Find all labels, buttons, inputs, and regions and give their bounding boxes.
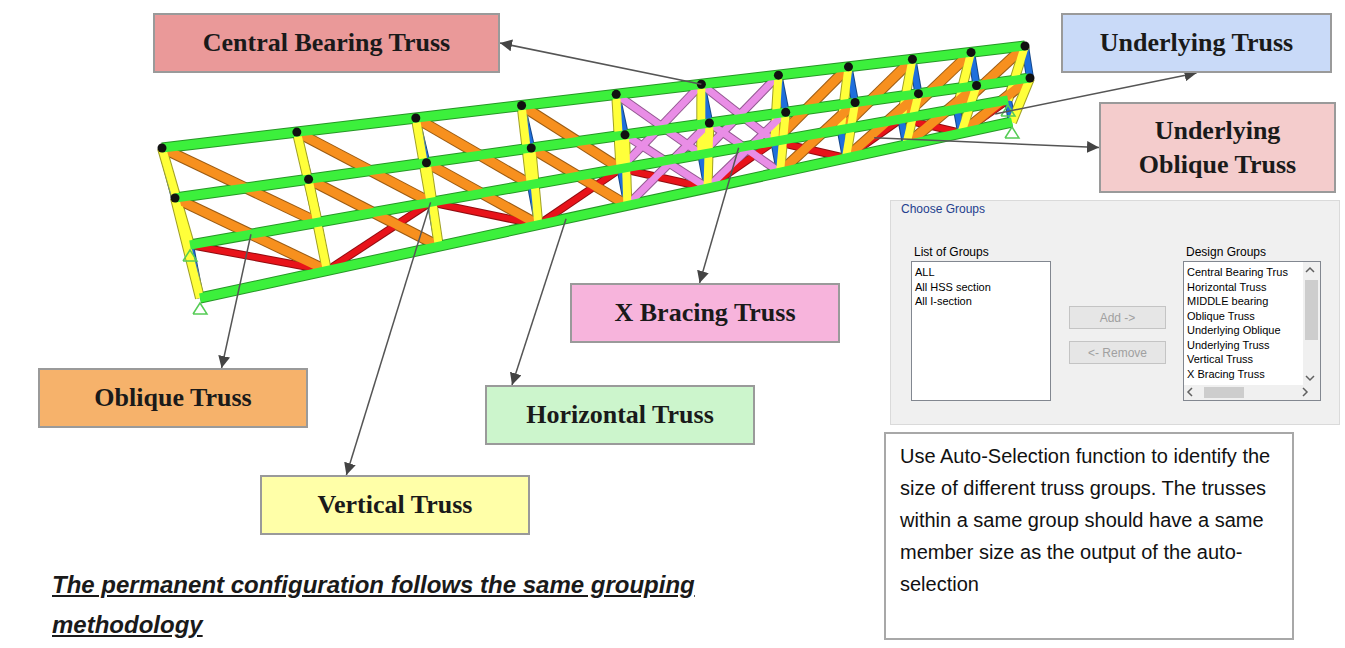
callout-box: X Bracing Truss (570, 283, 840, 343)
joint-dot (171, 194, 180, 203)
vertical-member (774, 75, 778, 141)
joint-dot (292, 128, 301, 137)
scroll-arrow (1188, 388, 1192, 396)
callout-label: Underlying Truss (1100, 26, 1293, 60)
callout-label: Horizontal Truss (526, 398, 714, 432)
list-item: MIDDLE bearing (1187, 294, 1300, 309)
callout-label: Vertical Truss (318, 488, 473, 522)
joint-dot (158, 144, 167, 153)
list-item: Central Bearing Trus (1187, 265, 1300, 280)
joint-dot (612, 90, 621, 99)
leader-line (222, 234, 251, 368)
list-item: Underlying Oblique (1187, 323, 1300, 338)
panel-title: Choose Groups (901, 202, 1329, 216)
leader-line (700, 148, 739, 283)
joint-dot (1026, 74, 1035, 83)
note-caption: The permanent configuration follows the … (52, 565, 822, 645)
callout-label: Underlying Oblique Truss (1111, 114, 1324, 182)
chord-member (190, 100, 1008, 245)
scroll-thumb (1204, 387, 1244, 398)
support-symbol (1005, 127, 1019, 138)
list-heading: Design Groups (1186, 243, 1321, 261)
list-box: Design GroupsCentral Bearing TrusHorizon… (1183, 243, 1321, 401)
text-box: Use Auto-Selection function to identify … (884, 432, 1294, 640)
list-item: Oblique Truss (1187, 309, 1300, 324)
callout-box: Underlying Oblique Truss (1099, 102, 1336, 193)
list-item: X Bracing Truss (1187, 367, 1300, 382)
callout-box: Underlying Truss (1061, 13, 1332, 73)
joint-dot (972, 81, 981, 90)
callout-label: Central Bearing Truss (203, 26, 450, 60)
scroll-arrow (1306, 376, 1314, 380)
joint-dot (844, 62, 853, 71)
list-item: Underlying Truss (1187, 338, 1300, 353)
joint-dot (774, 71, 783, 80)
joint-dot (851, 98, 860, 107)
callout-box: Oblique Truss (38, 368, 308, 428)
joint-dot (422, 158, 431, 167)
scroll-arrow (1306, 268, 1314, 272)
list-box: List of GroupsALLAll HSS sectionAll I-se… (911, 243, 1051, 401)
scroll-thumb (1305, 280, 1318, 340)
joint-dot (411, 114, 420, 123)
callout-box: Central Bearing Truss (153, 13, 500, 73)
leader-line (500, 43, 701, 84)
callout-box: Horizontal Truss (485, 385, 755, 445)
list-item: All I-section (915, 294, 1047, 309)
list-item: Horizontal Truss (1187, 280, 1300, 295)
joint-dot (781, 108, 790, 117)
button-label: Add -> (1100, 311, 1136, 325)
joint-dot (967, 48, 976, 57)
scroll-arrow (1303, 388, 1307, 396)
member-outline (190, 100, 1008, 245)
leader-line (346, 202, 430, 475)
chord-member (175, 78, 1030, 198)
list-item: Vertical Truss (1187, 352, 1300, 367)
list-frame: ALLAll HSS sectionAll I-section (911, 261, 1051, 401)
note-text: Use Auto-Selection function to identify … (900, 440, 1278, 600)
callout-box: Vertical Truss (260, 475, 530, 535)
joint-dot (914, 89, 923, 98)
leader-line (874, 138, 1099, 148)
joint-dot (908, 55, 917, 64)
callout-label: Oblique Truss (94, 381, 251, 415)
list-item: ALL (915, 265, 1047, 280)
list-heading: List of Groups (914, 243, 1051, 261)
member-outline (774, 75, 778, 141)
support-symbol (193, 303, 207, 314)
joint-dot (304, 175, 313, 184)
leader-line (512, 219, 566, 385)
button-label: <- Remove (1088, 346, 1147, 360)
dialog-panel: List of GroupsALLAll HSS sectionAll I-se… (890, 200, 1340, 425)
joint-dot (527, 144, 536, 153)
joint-dot (621, 130, 630, 139)
support-symbol (183, 250, 197, 261)
push-button: Add -> (1069, 306, 1166, 329)
joint-dot (705, 119, 714, 128)
callout-label: X Bracing Truss (614, 296, 795, 330)
list-frame: Central Bearing TrusHorizontal TrussMIDD… (1183, 261, 1321, 401)
push-button: <- Remove (1069, 341, 1166, 364)
list-item: All HSS section (915, 280, 1047, 295)
joint-dot (1021, 42, 1030, 51)
joint-dot (517, 101, 526, 110)
